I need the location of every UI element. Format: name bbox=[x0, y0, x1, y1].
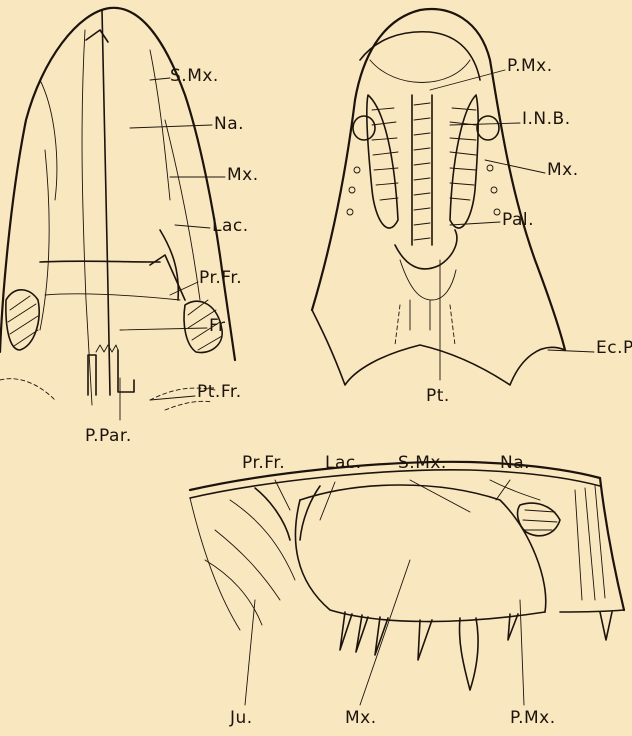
label-lateral-pr-fr: Pr.Fr. bbox=[242, 455, 285, 472]
label-dorsal-p-par: P.Par. bbox=[85, 428, 132, 445]
label-lateral-na: Na. bbox=[500, 455, 530, 472]
label-lateral-lac: Lac. bbox=[325, 455, 362, 472]
label-lateral-mx: Mx. bbox=[345, 710, 377, 727]
label-palatal-ec-pt: Ec.Pt. bbox=[596, 340, 632, 357]
label-palatal-p-mx: P.Mx. bbox=[507, 58, 553, 75]
label-dorsal-lac: Lac. bbox=[212, 218, 249, 235]
label-dorsal-pr-fr: Pr.Fr. bbox=[199, 270, 242, 287]
label-palatal-i-n-b: I.N.B. bbox=[522, 111, 571, 128]
label-palatal-mx: Mx. bbox=[547, 162, 579, 179]
label-palatal-pt: Pt. bbox=[426, 388, 450, 405]
label-lateral-ju: Ju. bbox=[230, 710, 253, 727]
lateral-view bbox=[190, 462, 624, 705]
label-dorsal-na: Na. bbox=[214, 116, 244, 133]
label-dorsal-s-mx: S.Mx. bbox=[170, 68, 219, 85]
label-dorsal-fr: Fr bbox=[209, 318, 226, 335]
label-dorsal-pt-fr: Pt.Fr. bbox=[197, 384, 242, 401]
label-dorsal-mx: Mx. bbox=[227, 167, 259, 184]
label-palatal-pal: Pal. bbox=[502, 212, 534, 229]
label-lateral-p-mx: P.Mx. bbox=[510, 710, 556, 727]
label-lateral-s-mx: S.Mx. bbox=[398, 455, 447, 472]
